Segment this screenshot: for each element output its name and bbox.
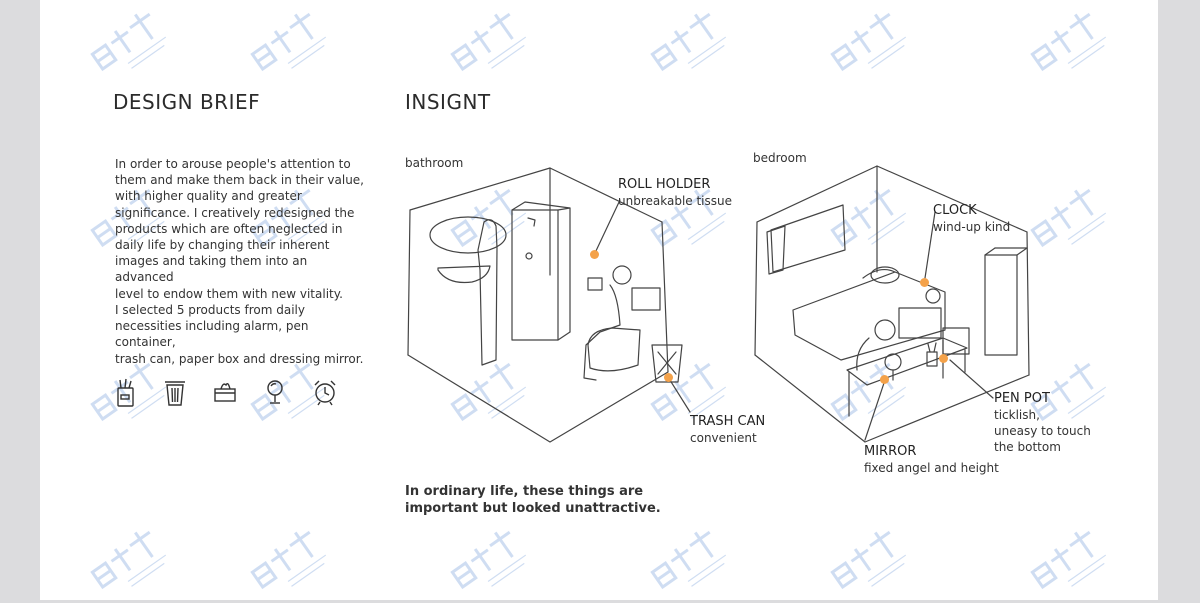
trash-can-callout: TRASH CAN convenient xyxy=(690,414,765,446)
document-page xyxy=(40,0,1158,600)
clock-callout: CLOCK wind-up kind xyxy=(933,203,1010,235)
mirror-icon xyxy=(262,376,288,408)
clock-subtitle: wind-up kind xyxy=(933,220,1011,234)
alarm-clock-icon xyxy=(312,376,338,408)
mirror-marker xyxy=(880,375,889,384)
watermark-logo xyxy=(245,520,329,603)
bedroom-sketch xyxy=(754,165,1030,443)
watermark-logo xyxy=(1025,520,1109,603)
design-brief-paragraph-2: I selected 5 products from daily necessi… xyxy=(115,303,364,366)
pen-container-icon xyxy=(113,376,139,408)
pen-pot-title: PEN POT xyxy=(994,391,1050,406)
pen-pot-marker xyxy=(939,354,948,363)
watermark-logo xyxy=(1025,352,1109,435)
watermark-logo xyxy=(85,520,169,603)
watermark-logo xyxy=(645,352,729,435)
bathroom-label: bathroom xyxy=(405,156,464,170)
clock-marker xyxy=(920,278,929,287)
insight-conclusion: In ordinary life, these things are impor… xyxy=(405,484,661,516)
pen-pot-subtitle: ticklish, uneasy to touch the bottom xyxy=(994,408,1091,454)
roll-holder-subtitle: unbreakable tissue xyxy=(618,194,733,208)
clock-title: CLOCK xyxy=(933,203,977,218)
watermark-logo xyxy=(645,520,729,603)
watermark-logo xyxy=(445,352,529,435)
paper-box-icon xyxy=(212,376,238,408)
roll-holder-title: ROLL HOLDER xyxy=(618,177,711,192)
design-brief-heading: DESIGN BRIEF xyxy=(113,90,261,114)
watermark-logo xyxy=(245,178,329,261)
trash-can-marker xyxy=(664,373,673,382)
roll-holder-callout: ROLL HOLDER unbreakable tissue xyxy=(618,177,732,209)
mirror-callout: MIRROR fixed angel and height xyxy=(864,444,999,476)
watermark-logo xyxy=(1025,2,1109,85)
mirror-title: MIRROR xyxy=(864,444,917,459)
watermark-logo xyxy=(85,178,169,261)
watermark-logo xyxy=(825,520,909,603)
watermark-logo xyxy=(825,2,909,85)
watermark-logo xyxy=(85,352,169,435)
pen-pot-callout: PEN POT ticklish, uneasy to touch the bo… xyxy=(994,391,1091,455)
trash-can-icon xyxy=(162,376,188,408)
watermark-logo xyxy=(85,2,169,85)
watermark-logo xyxy=(645,178,729,261)
design-brief-paragraph-1: In order to arouse people's attention to… xyxy=(115,157,364,301)
watermark-logo xyxy=(1025,178,1109,261)
watermark-logo xyxy=(245,2,329,85)
watermark-logo xyxy=(445,520,529,603)
watermark-logo xyxy=(645,2,729,85)
trash-can-subtitle: convenient xyxy=(690,431,757,445)
mirror-subtitle: fixed angel and height xyxy=(864,461,999,475)
roll-holder-marker xyxy=(590,250,599,259)
watermark-logo xyxy=(445,2,529,85)
bathroom-sketch xyxy=(407,167,691,443)
trash-can-title: TRASH CAN xyxy=(690,414,766,429)
bedroom-label: bedroom xyxy=(753,151,807,165)
insight-heading: INSIGNT xyxy=(405,90,491,114)
